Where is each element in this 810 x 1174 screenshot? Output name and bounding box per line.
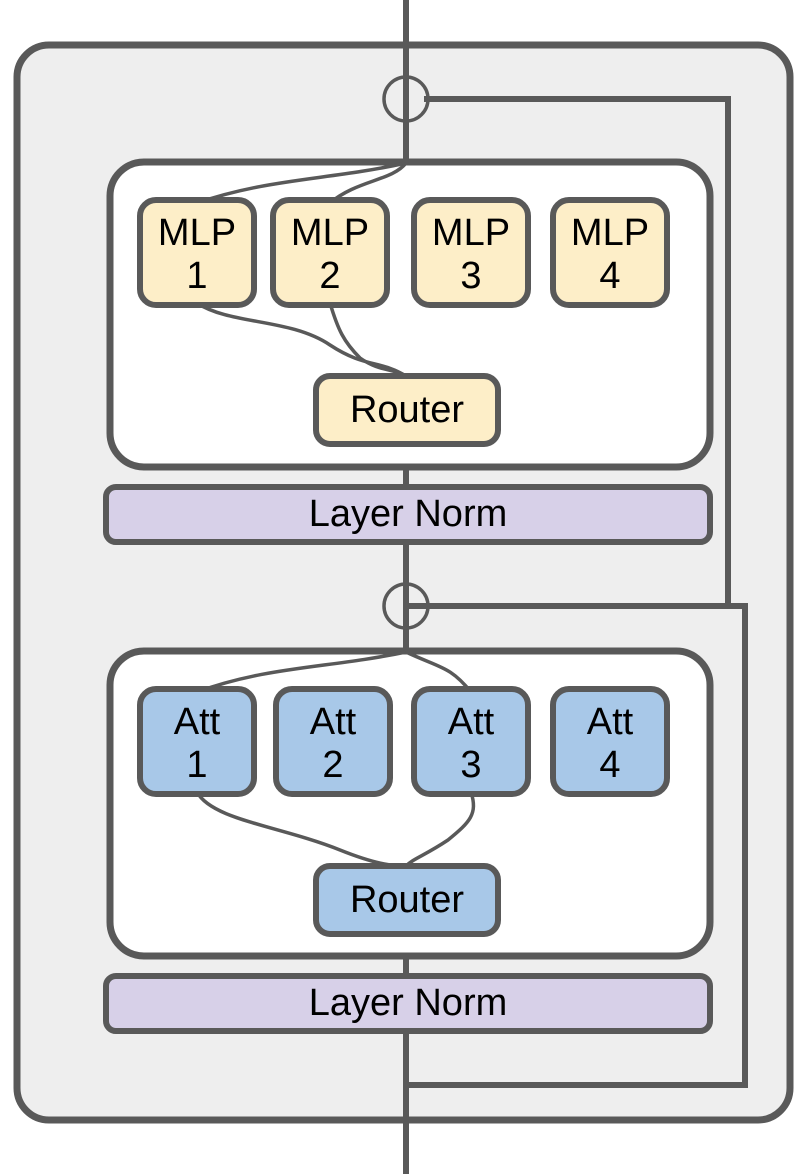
mlp-layer-norm-label: Layer Norm bbox=[309, 493, 508, 535]
attention-layer-norm[interactable]: Layer Norm bbox=[103, 973, 713, 1034]
attention-router[interactable]: Router bbox=[313, 863, 501, 937]
attention-layer-norm-label: Layer Norm bbox=[309, 982, 508, 1024]
attention-expert-3-label-line2: 3 bbox=[460, 744, 481, 786]
attention-expert-1-label-line1: Att bbox=[174, 701, 221, 743]
mlp-expert-1[interactable]: MLP 1 bbox=[137, 197, 257, 308]
attention-expert-1-label-line2: 1 bbox=[186, 744, 207, 786]
residual-add-top-icon bbox=[382, 75, 430, 123]
mlp-expert-3-label-line1: MLP bbox=[432, 212, 510, 254]
mlp-router[interactable]: Router bbox=[313, 373, 501, 447]
attention-expert-1[interactable]: Att 1 bbox=[137, 686, 257, 797]
mlp-expert-2-label-line2: 2 bbox=[319, 255, 340, 297]
mlp-expert-3-label-line2: 3 bbox=[460, 255, 481, 297]
mlp-expert-1-label-line2: 1 bbox=[186, 255, 207, 297]
mlp-expert-4-label-line2: 4 bbox=[599, 255, 620, 297]
mlp-expert-1-label-line1: MLP bbox=[158, 212, 236, 254]
attention-expert-2-label-line1: Att bbox=[310, 701, 357, 743]
mlp-layer-norm[interactable]: Layer Norm bbox=[103, 484, 713, 545]
attention-expert-4-label-line2: 4 bbox=[599, 744, 620, 786]
mlp-router-label: Router bbox=[350, 389, 464, 431]
mlp-expert-3[interactable]: MLP 3 bbox=[411, 197, 531, 308]
residual-add-middle-icon bbox=[382, 582, 430, 630]
attention-expert-2-label-line2: 2 bbox=[322, 744, 343, 786]
residual-bypass-attention bbox=[406, 603, 748, 1088]
attention-expert-2[interactable]: Att 2 bbox=[273, 686, 393, 797]
mlp-expert-4[interactable]: MLP 4 bbox=[550, 197, 670, 308]
mlp-expert-2-label-line1: MLP bbox=[291, 212, 369, 254]
attention-expert-4[interactable]: Att 4 bbox=[550, 686, 670, 797]
attention-expert-3-label-line1: Att bbox=[448, 701, 495, 743]
attention-router-label: Router bbox=[350, 879, 464, 921]
attention-expert-4-label-line1: Att bbox=[587, 701, 634, 743]
mlp-expert-4-label-line1: MLP bbox=[571, 212, 649, 254]
mlp-expert-2[interactable]: MLP 2 bbox=[270, 197, 390, 308]
mlp-routing-curves bbox=[196, 161, 408, 378]
attention-expert-3[interactable]: Att 3 bbox=[411, 686, 531, 797]
